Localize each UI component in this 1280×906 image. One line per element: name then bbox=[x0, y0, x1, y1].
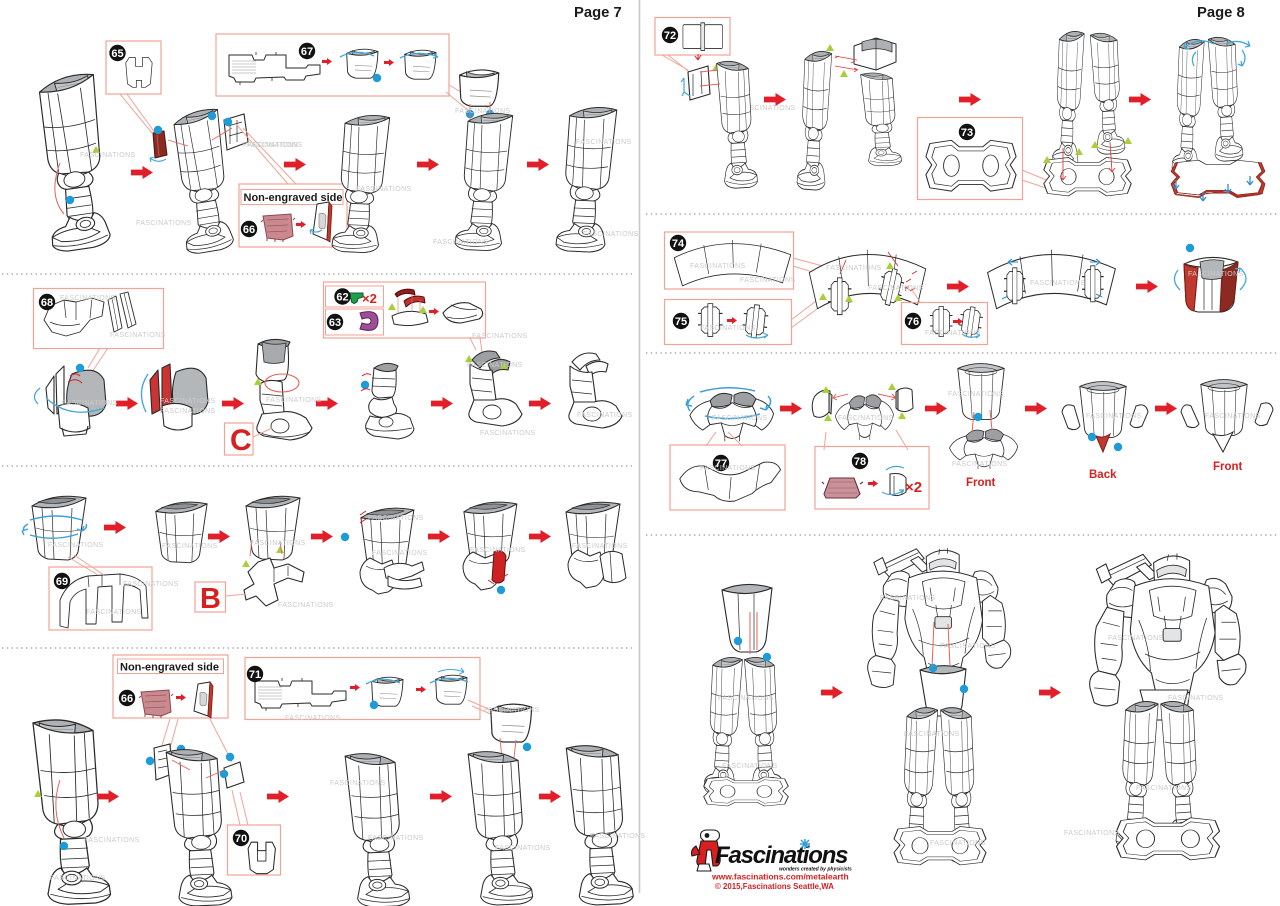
svg-text:FASCINATIONS: FASCINATIONS bbox=[86, 609, 142, 616]
svg-text:75: 75 bbox=[675, 316, 687, 328]
svg-text:FASCINATIONS: FASCINATIONS bbox=[740, 105, 796, 112]
svg-text:Front: Front bbox=[1213, 461, 1243, 473]
svg-text:FASCINATIONS: FASCINATIONS bbox=[826, 265, 882, 272]
svg-text:FASCINATIONS: FASCINATIONS bbox=[880, 595, 936, 602]
svg-text:FASCINATIONS: FASCINATIONS bbox=[455, 108, 511, 115]
svg-text:FASCINATIONS: FASCINATIONS bbox=[285, 715, 341, 722]
svg-text:FASCINATIONS: FASCINATIONS bbox=[940, 643, 996, 650]
svg-text:FASCINATIONS: FASCINATIONS bbox=[160, 408, 216, 415]
svg-text:FASCINATIONS: FASCINATIONS bbox=[84, 837, 140, 844]
svg-text:FASCINATIONS: FASCINATIONS bbox=[577, 412, 633, 419]
svg-text:×2: ×2 bbox=[362, 291, 377, 306]
svg-text:FASCINATIONS: FASCINATIONS bbox=[1086, 413, 1142, 420]
svg-text:66: 66 bbox=[121, 693, 133, 705]
svg-text:FASCINATIONS: FASCINATIONS bbox=[930, 840, 986, 847]
svg-text:Page 7: Page 7 bbox=[574, 5, 622, 21]
svg-text:67: 67 bbox=[301, 46, 313, 58]
svg-text:FASCINATIONS: FASCINATIONS bbox=[247, 142, 303, 149]
svg-text:Non-engraved side: Non-engraved side bbox=[244, 192, 343, 204]
svg-text:FASCINATIONS: FASCINATIONS bbox=[1030, 280, 1086, 287]
svg-text:FASCINATIONS: FASCINATIONS bbox=[712, 415, 768, 422]
svg-text:FASCINATIONS: FASCINATIONS bbox=[904, 731, 960, 738]
svg-text:© 2015,Fascinations Seattle,WA: © 2015,Fascinations Seattle,WA bbox=[715, 882, 834, 891]
svg-text:FASCINATIONS: FASCINATIONS bbox=[948, 391, 1004, 398]
svg-text:FASCINATIONS: FASCINATIONS bbox=[250, 540, 306, 547]
svg-text:FASCINATIONS: FASCINATIONS bbox=[1168, 695, 1224, 702]
svg-text:FASCINATIONS: FASCINATIONS bbox=[868, 285, 924, 292]
svg-text:FASCINATIONS: FASCINATIONS bbox=[1188, 271, 1244, 278]
svg-text:FASCINATIONS: FASCINATIONS bbox=[472, 333, 528, 340]
svg-text:FASCINATIONS: FASCINATIONS bbox=[583, 231, 639, 238]
svg-text:Front: Front bbox=[966, 477, 996, 489]
svg-text:68: 68 bbox=[41, 297, 53, 309]
svg-text:FASCINATIONS: FASCINATIONS bbox=[740, 277, 796, 284]
svg-text:C: C bbox=[230, 424, 252, 457]
svg-text:FASCINATIONS: FASCINATIONS bbox=[62, 400, 118, 407]
svg-text:FASCINATIONS: FASCINATIONS bbox=[1205, 413, 1261, 420]
svg-text:FASCINATIONS: FASCINATIONS bbox=[572, 543, 628, 550]
svg-text:66: 66 bbox=[243, 224, 255, 236]
svg-text:FASCINATIONS: FASCINATIONS bbox=[718, 695, 774, 702]
svg-text:FASCINATIONS: FASCINATIONS bbox=[368, 835, 424, 842]
svg-text:wonders created by physicists: wonders created by physicists bbox=[779, 867, 852, 873]
svg-text:FASCINATIONS: FASCINATIONS bbox=[433, 239, 489, 246]
svg-text:FASCINATIONS: FASCINATIONS bbox=[162, 543, 218, 550]
svg-text:FASCINATIONS: FASCINATIONS bbox=[576, 139, 632, 146]
svg-text:FASCINATIONS: FASCINATIONS bbox=[80, 152, 136, 159]
svg-text:65: 65 bbox=[111, 48, 123, 60]
svg-text:FASCINATIONS: FASCINATIONS bbox=[123, 581, 179, 588]
svg-text:B: B bbox=[200, 583, 221, 615]
svg-text:×2: ×2 bbox=[905, 479, 922, 496]
svg-text:FASCINATIONS: FASCINATIONS bbox=[356, 186, 412, 193]
svg-text:Page 8: Page 8 bbox=[1197, 5, 1245, 21]
svg-text:FASCINATIONS: FASCINATIONS bbox=[700, 325, 756, 332]
svg-text:FASCINATIONS: FASCINATIONS bbox=[372, 550, 428, 557]
svg-text:77: 77 bbox=[715, 458, 727, 470]
svg-text:FASCINATIONS: FASCINATIONS bbox=[48, 542, 104, 549]
svg-text:FASCINATIONS: FASCINATIONS bbox=[495, 845, 551, 852]
svg-text:FASCINATIONS: FASCINATIONS bbox=[690, 263, 746, 270]
svg-text:FASCINATIONS: FASCINATIONS bbox=[50, 875, 106, 882]
svg-text:FASCINATIONS: FASCINATIONS bbox=[925, 330, 981, 337]
svg-text:Back: Back bbox=[1089, 469, 1117, 481]
svg-text:FASCINATIONS: FASCINATIONS bbox=[1136, 785, 1192, 792]
svg-text:70: 70 bbox=[235, 833, 247, 845]
svg-text:FASCINATIONS: FASCINATIONS bbox=[722, 763, 778, 770]
svg-text:FASCINATIONS: FASCINATIONS bbox=[480, 430, 536, 437]
svg-text:FASCINATIONS: FASCINATIONS bbox=[110, 332, 166, 339]
svg-text:Fascinations: Fascinations bbox=[715, 842, 848, 869]
svg-text:FASCINATIONS: FASCINATIONS bbox=[467, 362, 523, 369]
svg-text:FASCINATIONS: FASCINATIONS bbox=[136, 220, 192, 227]
svg-text:FASCINATIONS: FASCINATIONS bbox=[1064, 830, 1120, 837]
svg-text:FASCINATIONS: FASCINATIONS bbox=[1108, 635, 1164, 642]
svg-text:FASCINATIONS: FASCINATIONS bbox=[838, 415, 894, 422]
svg-text:69: 69 bbox=[56, 576, 68, 588]
svg-text:74: 74 bbox=[672, 238, 685, 250]
svg-text:FASCINATIONS: FASCINATIONS bbox=[266, 397, 322, 404]
svg-text:FASCINATIONS: FASCINATIONS bbox=[700, 465, 756, 472]
svg-text:FASCINATIONS: FASCINATIONS bbox=[243, 142, 299, 149]
svg-text:71: 71 bbox=[249, 669, 261, 681]
svg-text:FASCINATIONS: FASCINATIONS bbox=[160, 398, 216, 405]
svg-text:FASCINATIONS: FASCINATIONS bbox=[278, 602, 334, 609]
svg-text:FASCINATIONS: FASCINATIONS bbox=[368, 515, 424, 522]
svg-text:FASCINATIONS: FASCINATIONS bbox=[590, 833, 646, 840]
svg-text:78: 78 bbox=[854, 456, 866, 468]
svg-text:www.fascinations.com/metaleart: www.fascinations.com/metalearth bbox=[711, 872, 849, 882]
svg-text:Non-engraved side: Non-engraved side bbox=[120, 662, 219, 674]
svg-text:FASCINATIONS: FASCINATIONS bbox=[484, 707, 540, 714]
svg-text:FASCINATIONS: FASCINATIONS bbox=[470, 547, 526, 554]
svg-text:FASCINATIONS: FASCINATIONS bbox=[952, 461, 1008, 468]
svg-text:63: 63 bbox=[329, 317, 341, 329]
svg-text:FASCINATIONS: FASCINATIONS bbox=[330, 780, 386, 787]
svg-text:72: 72 bbox=[664, 30, 676, 42]
svg-text:76: 76 bbox=[907, 316, 919, 328]
svg-text:62: 62 bbox=[336, 291, 348, 303]
svg-text:FASCINATIONS: FASCINATIONS bbox=[60, 295, 116, 302]
svg-text:73: 73 bbox=[961, 127, 973, 139]
